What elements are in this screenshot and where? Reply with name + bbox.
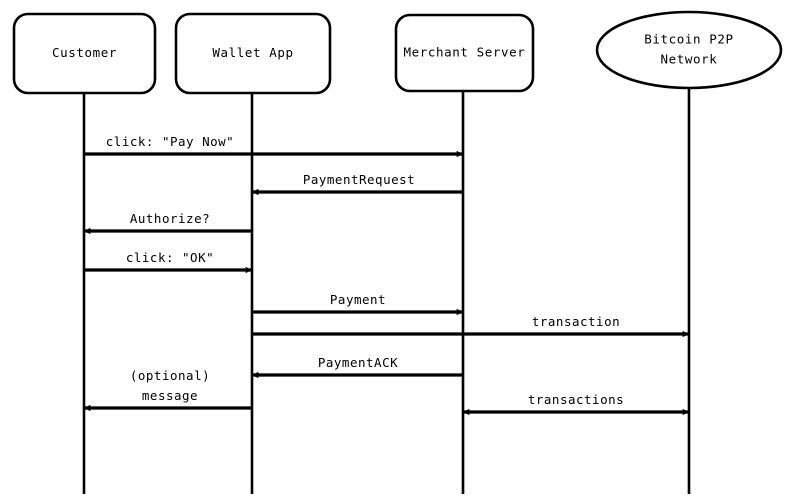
msg-click-ok-label: click: "OK" [126, 250, 214, 265]
msg-click-pay-now[interactable]: click: "Pay Now" [84, 134, 464, 158]
participant-bitcoin-ellipse [595, 10, 783, 90]
msg-payment-ack[interactable]: PaymentACK [251, 355, 463, 379]
participant-bitcoin-label-line1: Bitcoin P2P [644, 32, 733, 47]
msg-authorize[interactable]: Authorize? [83, 211, 252, 235]
participant-bitcoin-label-line2: Network [661, 52, 718, 67]
lifelines-layer [82, 88, 691, 494]
participant-wallet[interactable]: Wallet App [174, 12, 332, 95]
participant-wallet-label: Wallet App [212, 45, 293, 60]
participant-customer-box [12, 12, 157, 95]
msg-authorize-label: Authorize? [130, 211, 210, 226]
msg-transaction[interactable]: transaction [252, 314, 690, 338]
msg-payment-request-label: PaymentRequest [303, 172, 415, 187]
participant-customer-label: Customer [52, 45, 117, 60]
msg-optional-message-label-line1: (optional) [130, 368, 210, 383]
participant-merchant-label: Merchant Server [404, 45, 526, 60]
msg-payment[interactable]: Payment [252, 292, 464, 316]
msg-click-pay-now-label: click: "Pay Now" [106, 134, 234, 149]
msg-click-ok[interactable]: click: "OK" [84, 250, 253, 274]
participant-merchant[interactable]: Merchant Server [394, 13, 535, 93]
msg-payment-request[interactable]: PaymentRequest [251, 172, 463, 196]
participant-customer[interactable]: Customer [12, 12, 157, 95]
msg-payment-ack-label: PaymentACK [318, 355, 398, 370]
msg-transactions-label: transactions [528, 392, 624, 407]
participant-merchant-box [394, 13, 535, 93]
msg-optional-message-label-line2: message [142, 388, 198, 403]
nodes-layer: Customer Wallet App Merchant Server Bitcoin… [12, 10, 783, 95]
participant-bitcoin[interactable]: Bitcoin P2P Network [595, 10, 783, 90]
msg-payment-label: Payment [330, 292, 386, 307]
msg-optional-message[interactable]: (optional) message [83, 368, 252, 412]
participant-wallet-box [174, 12, 332, 95]
msg-transaction-label: transaction [532, 314, 620, 329]
msg-transactions[interactable]: transactions [462, 392, 690, 416]
messages-layer: click: "Pay Now" PaymentRequestAuthorize?… [83, 134, 690, 416]
